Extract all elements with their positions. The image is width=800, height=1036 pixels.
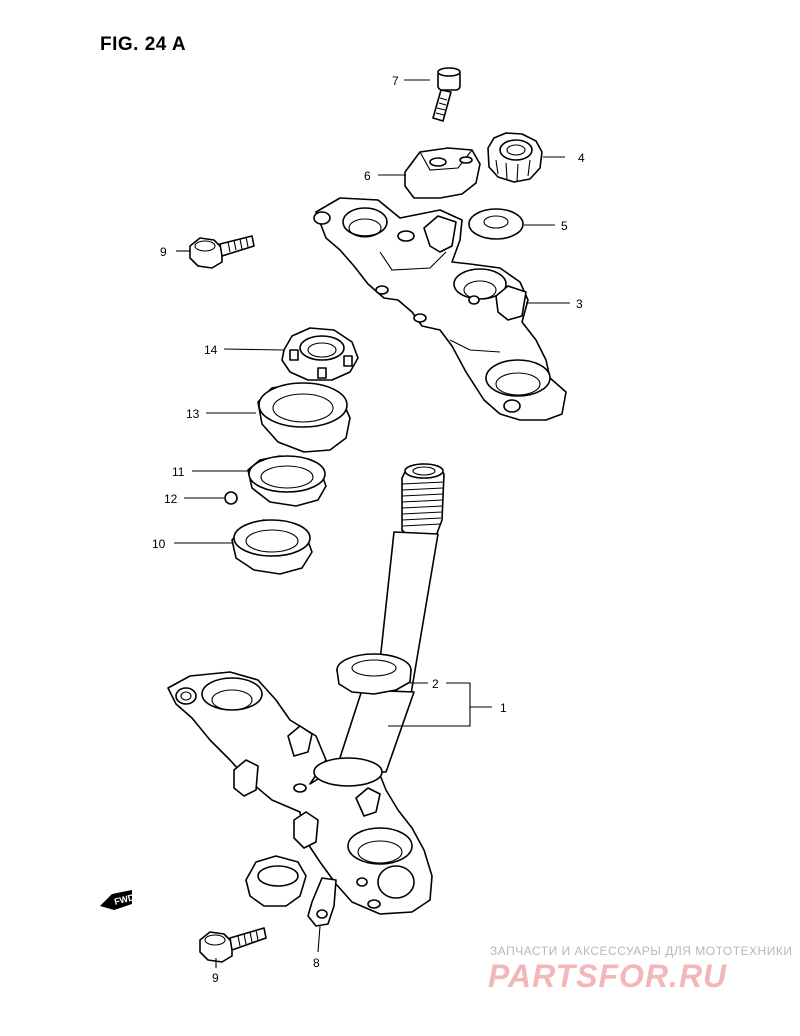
callout-13: 13 — [186, 407, 200, 421]
callout-11: 11 — [172, 465, 185, 479]
part-1-steering-stem — [167, 463, 445, 915]
callout-9-lower: 9 — [212, 971, 219, 985]
part-2-seal — [336, 653, 412, 695]
watermark-logo: PARTSFOR.RU — [488, 958, 728, 994]
part-5-washer — [468, 208, 524, 240]
callout-7: 7 — [392, 74, 399, 88]
part-12-ball — [224, 491, 238, 505]
fwd-arrow: FWD — [100, 890, 136, 910]
fwd-label: FWD — [113, 892, 136, 907]
callout-8: 8 — [313, 956, 320, 970]
callout-3: 3 — [576, 297, 583, 311]
callout-2: 2 — [432, 677, 439, 691]
callout-4: 4 — [578, 151, 585, 165]
part-11-race — [247, 455, 327, 507]
part-8-clamp — [245, 855, 337, 927]
part-9-upper-bolt — [189, 235, 255, 269]
watermark-caption: ЗАПЧАСТИ И АКСЕССУАРЫ ДЛЯ МОТОТЕХНИКИ — [490, 944, 793, 958]
leader-lines — [174, 79, 570, 968]
callout-9-upper: 9 — [160, 245, 167, 259]
part-10-race — [231, 519, 313, 575]
part-7-bolt — [432, 67, 461, 122]
part-3-upper-bracket — [313, 197, 567, 421]
part-13-dust-seal — [257, 382, 351, 453]
part-4-nut — [487, 132, 543, 183]
callout-6: 6 — [364, 169, 371, 183]
figure-title: FIG. 24 A — [100, 34, 187, 55]
callout-1: 1 — [500, 701, 507, 715]
callout-10: 10 — [152, 537, 166, 551]
callout-5: 5 — [561, 219, 568, 233]
part-9-lower-bolt — [199, 927, 267, 963]
callout-14: 14 — [204, 343, 218, 357]
part-14-nut — [281, 327, 359, 381]
part-6-holder — [404, 147, 481, 199]
callout-12: 12 — [164, 492, 178, 506]
